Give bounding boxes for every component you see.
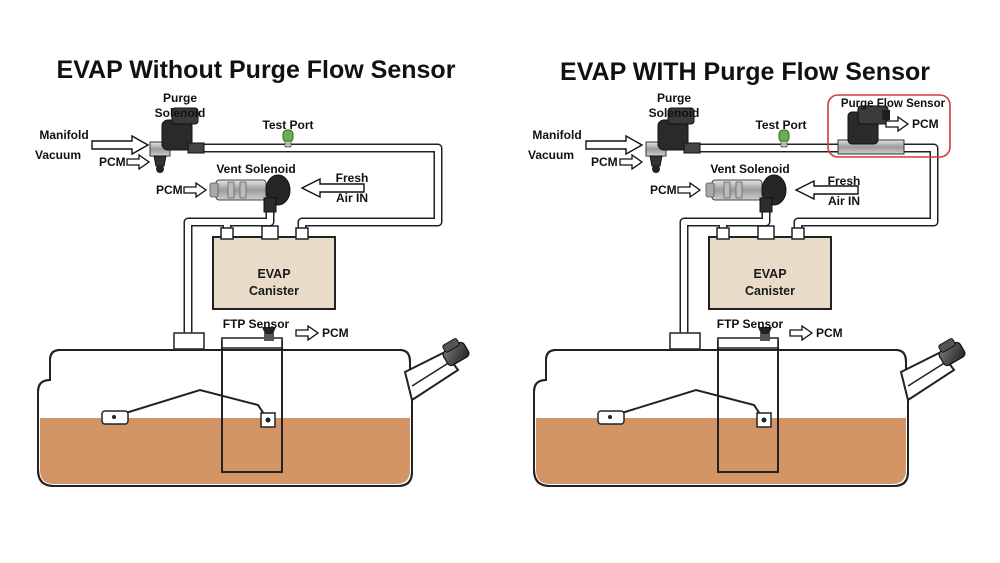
right-air-in-label: Air IN (828, 194, 860, 208)
purge-flow-pcm-label: PCM (912, 117, 939, 131)
right-canister-label-1: EVAP (753, 267, 786, 281)
right-pcm-ftp-label: PCM (816, 326, 843, 340)
right-pcm-purge-label: PCM (591, 155, 618, 169)
left-vacuum-label: Vacuum (35, 148, 81, 162)
right-ftp-sensor-label: FTP Sensor (717, 317, 784, 331)
left-test-port-label: Test Port (262, 118, 313, 132)
left-title: EVAP Without Purge Flow Sensor (57, 56, 456, 84)
left-manifold-vacuum-arrow (91, 135, 149, 155)
right-purge-solenoid-label-1: Purge (657, 91, 691, 105)
left-canister-label-1: EVAP (257, 267, 290, 281)
right-pcm-vent-label: PCM (650, 183, 677, 197)
left-pcm-vent-arrow (183, 182, 207, 198)
right-pcm-ftp-arrow (789, 325, 813, 341)
left-pcm-ftp-arrow (295, 325, 319, 341)
left-canister-label-2: Canister (249, 284, 299, 298)
left-panel: EVAP Without Purge Flow Sensor Purge Sol… (35, 56, 470, 486)
left-pcm-purge-label: PCM (99, 155, 126, 169)
left-air-in-label: Air IN (336, 191, 368, 205)
left-pcm-purge-arrow (126, 154, 150, 170)
right-test-port-label: Test Port (755, 118, 806, 132)
right-pcm-vent-arrow (677, 182, 701, 198)
left-purge-solenoid-label-2: Solenoid (155, 106, 206, 120)
right-pcm-purge-arrow (619, 154, 643, 170)
left-manifold-label: Manifold (39, 128, 88, 142)
left-ftp-sensor-label: FTP Sensor (223, 317, 290, 331)
left-pcm-vent-label: PCM (156, 183, 183, 197)
right-vacuum-label: Vacuum (528, 148, 574, 162)
right-vent-solenoid-label: Vent Solenoid (710, 162, 789, 176)
left-purge-solenoid-label-1: Purge (163, 91, 197, 105)
purge-flow-sensor-label: Purge Flow Sensor (841, 98, 946, 110)
left-fresh-label: Fresh (336, 171, 369, 185)
right-manifold-label: Manifold (532, 128, 581, 142)
left-pcm-ftp-label: PCM (322, 326, 349, 340)
left-vent-solenoid-label: Vent Solenoid (216, 162, 295, 176)
right-fresh-label: Fresh (828, 174, 861, 188)
purge-flow-sensor-icon (837, 105, 905, 155)
right-manifold-vacuum-arrow (585, 135, 643, 155)
right-canister-label-2: Canister (745, 284, 795, 298)
right-panel: EVAP WITH Purge Flow Sensor Purge Soleno… (528, 58, 966, 486)
purge-flow-sensor-highlight (827, 94, 951, 158)
right-purge-solenoid-label-2: Solenoid (649, 106, 700, 120)
right-title: EVAP WITH Purge Flow Sensor (560, 58, 930, 86)
